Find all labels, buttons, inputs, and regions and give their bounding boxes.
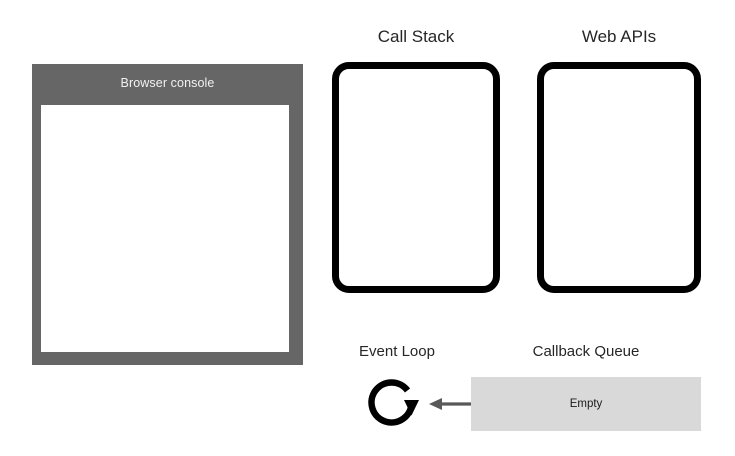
callback-queue-box: Empty (471, 377, 701, 431)
arrow-left-icon (428, 394, 472, 414)
event-loop-label: Event Loop (359, 343, 435, 360)
browser-console-output (41, 105, 289, 352)
call-stack-title: Call Stack (377, 27, 455, 46)
web-apis-title: Web APIs (581, 27, 657, 46)
call-stack-box (332, 62, 500, 293)
circular-arrow-icon (366, 377, 420, 431)
callback-queue-label: Callback Queue (532, 343, 640, 360)
browser-console-panel: Browser console (32, 64, 303, 365)
callback-queue-value: Empty (569, 397, 603, 410)
web-apis-box (537, 62, 701, 293)
browser-console-title: Browser console (120, 76, 215, 90)
